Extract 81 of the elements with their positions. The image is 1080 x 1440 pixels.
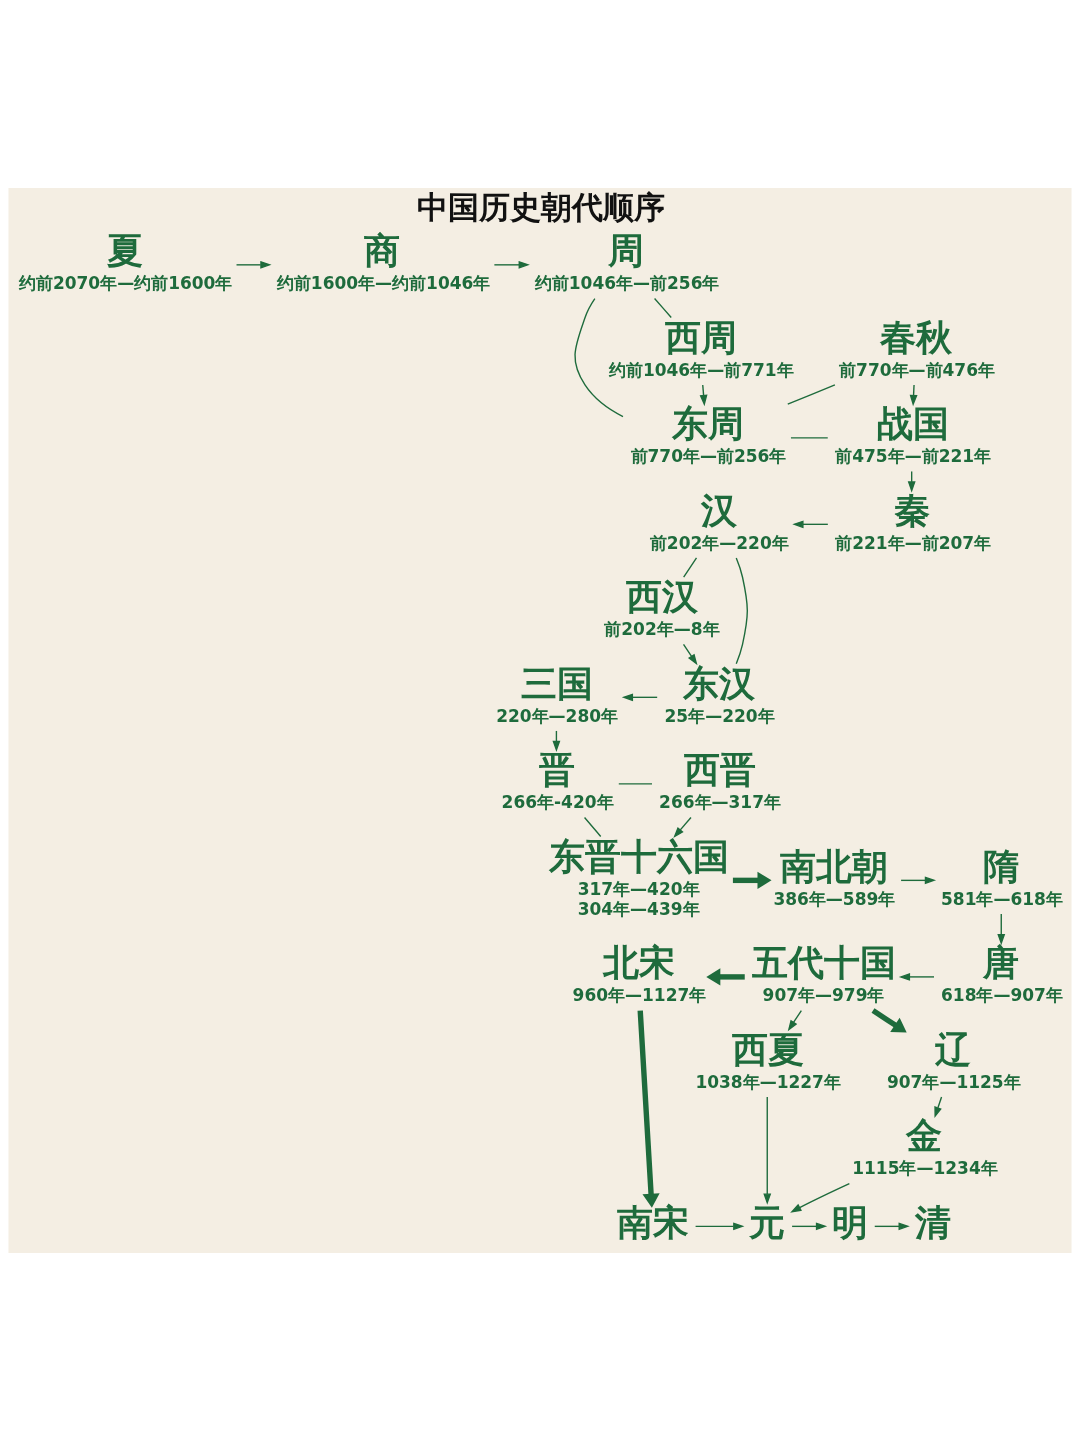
node-text: 西周: [664, 316, 737, 358]
node-label: 618年—907年: [941, 984, 1063, 1005]
node-text: 夏: [106, 229, 143, 271]
arrow: [732, 871, 772, 889]
node-label: 约前1046年—前771年: [608, 359, 794, 380]
node-text: 金: [906, 1114, 943, 1156]
connector: [682, 556, 698, 578]
arrow: [871, 1007, 907, 1033]
connector: [583, 816, 602, 837]
node-text: 商: [364, 229, 401, 271]
node-text: 北宋: [603, 941, 676, 983]
node-label: 约前1046年—前256年: [534, 272, 720, 293]
node-text: 辽: [935, 1028, 972, 1070]
node-label: 907年—979年: [762, 984, 885, 1005]
node-label: 907年—1125年: [886, 1071, 1021, 1092]
node-label: 317年—420年: [577, 878, 700, 899]
node-label: 1038年—1227年: [695, 1071, 841, 1092]
connector: [787, 383, 836, 405]
node-label: 约前2070年—约前1600年: [18, 272, 233, 293]
arrow: [621, 692, 658, 701]
node-label: 1115年—1234年: [852, 1157, 998, 1178]
node-text: 周: [608, 229, 645, 271]
arrow: [900, 875, 937, 884]
node-text: 明: [832, 1201, 869, 1243]
arrow: [763, 1095, 772, 1205]
arrow: [682, 643, 698, 665]
arrow: [699, 383, 708, 406]
node-text: 西汉: [625, 575, 698, 617]
node-label: 581年—618年: [941, 888, 1063, 909]
arrow: [637, 1009, 660, 1208]
connector: [790, 436, 829, 439]
arrow: [673, 816, 692, 838]
node-text: 春秋: [880, 316, 953, 358]
node-text: 清: [914, 1201, 951, 1243]
node-label: 约前1600年—约前1046年: [276, 272, 491, 293]
node-label: 前202年—220年: [649, 532, 789, 553]
connector: [653, 297, 672, 318]
arrow: [898, 972, 935, 981]
node-text: 唐: [983, 941, 1020, 983]
node-label: 304年—439年: [577, 898, 700, 919]
node-text: 东周: [671, 402, 744, 444]
arrow: [791, 1221, 828, 1230]
node-text: 汉: [700, 489, 737, 531]
arrow: [493, 260, 530, 269]
connector: [618, 782, 653, 785]
connector: [735, 556, 748, 664]
arrow: [790, 1182, 851, 1213]
node-label: 960年—1127年: [572, 984, 707, 1005]
node-label: 220年—280年: [496, 705, 619, 726]
arrow: [874, 1221, 910, 1230]
arrow: [706, 967, 745, 986]
node-label: 266年-420年: [501, 791, 614, 812]
node-text: 隋: [983, 845, 1020, 887]
node-label: 前770年—前476年: [839, 359, 995, 380]
node-label: 266年—317年: [659, 791, 782, 812]
arrow: [694, 1221, 745, 1230]
node-label: 前475年—前221年: [835, 445, 992, 466]
node-text: 南北朝: [780, 845, 889, 887]
node-text: 西晋: [683, 748, 756, 790]
node-text: 南宋: [617, 1201, 690, 1243]
arrow: [909, 383, 918, 406]
arrow: [792, 519, 829, 528]
node-label: 386年—589年: [773, 888, 896, 909]
node-text: 秦: [894, 489, 931, 531]
node-label: 前202年—8年: [604, 618, 720, 639]
connector: [574, 297, 624, 417]
node-text: 东晋十六国: [549, 835, 730, 877]
arrow: [787, 1009, 803, 1031]
arrow: [235, 260, 272, 269]
node-label: 25年—220年: [664, 705, 775, 726]
node-text: 元: [749, 1201, 786, 1243]
node-text: 战国: [876, 402, 949, 444]
node-text: 东汉: [683, 662, 756, 704]
node-text: 三国: [520, 662, 593, 704]
node-label: 前221年—前207年: [835, 532, 992, 553]
arrow: [997, 912, 1006, 945]
diagram-title: 中国历史朝代顺序: [416, 188, 665, 225]
node-label: 前770年—前256年: [630, 445, 787, 466]
node-text: 晋: [539, 748, 576, 790]
node-text: 五代十国: [751, 941, 896, 983]
node-text: 西夏: [731, 1028, 804, 1070]
